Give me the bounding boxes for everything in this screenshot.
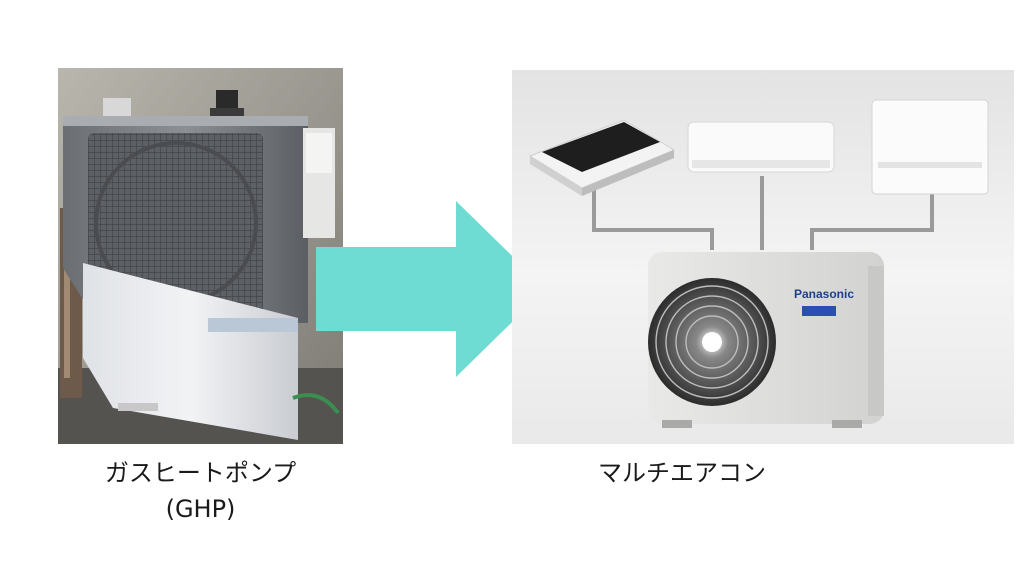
brand-text: Panasonic [794,287,854,301]
ghp-label: ガスヒートポンプ (GHP) [58,455,343,527]
multi-aircon-label-text: マルチエアコン [598,459,766,487]
multi-aircon-illustration: Panasonic [512,70,1014,444]
multi-aircon-label: マルチエアコン [512,455,852,491]
ghp-label-line2: (GHP) [165,495,236,523]
right-arrow-icon [316,201,546,377]
ghp-label-line1: ガスヒートポンプ [104,459,297,487]
ghp-unit-photo [58,68,343,444]
